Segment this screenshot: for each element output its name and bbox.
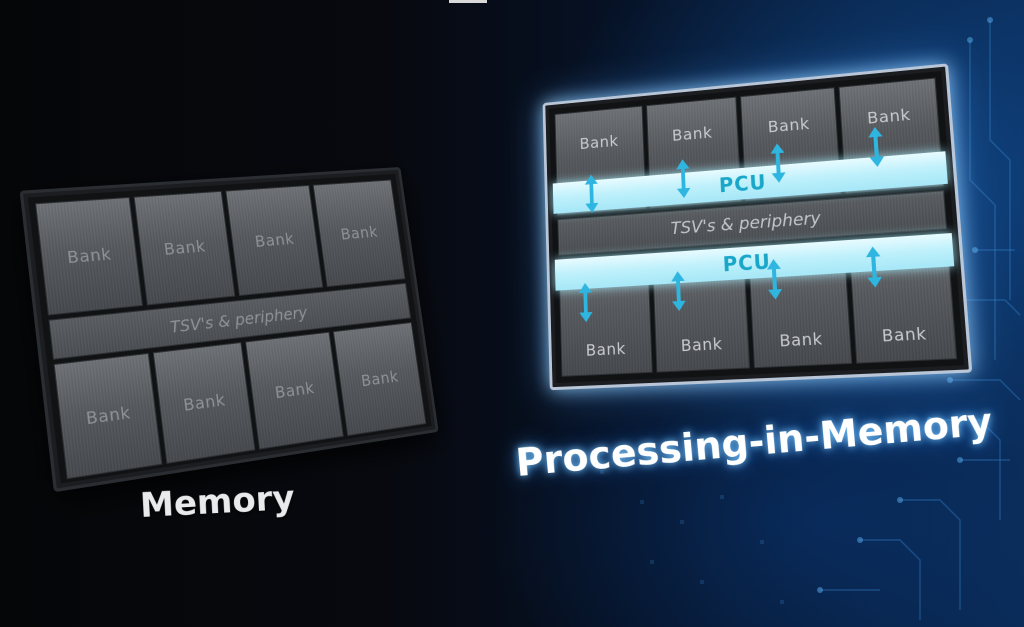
bank-label: Bank bbox=[339, 222, 379, 244]
top-edge-tab bbox=[449, 0, 487, 3]
bidirectional-arrow-icon bbox=[867, 126, 885, 168]
bidirectional-arrow-icon bbox=[865, 246, 883, 289]
bidirectional-arrow-icon bbox=[766, 258, 783, 300]
bank-label: Bank bbox=[767, 114, 811, 137]
memory-bank: Bank bbox=[35, 197, 143, 316]
bank-label: Bank bbox=[585, 338, 627, 360]
periphery-label: TSV's & periphery bbox=[670, 208, 822, 240]
periphery-label: TSV's & periphery bbox=[169, 302, 309, 337]
bidirectional-arrow-icon bbox=[584, 174, 599, 214]
pim-chip: Bank Bank Bank Bank PCU TSV's & peripher… bbox=[542, 63, 973, 391]
bank-label: Bank bbox=[84, 402, 132, 429]
memory-bank: Bank bbox=[152, 342, 256, 464]
memory-bank: Bank bbox=[312, 179, 406, 288]
bank-label: Bank bbox=[778, 328, 824, 351]
pcu-label: PCU bbox=[718, 169, 768, 198]
bank-label: Bank bbox=[866, 104, 912, 128]
memory-bank: Bank bbox=[53, 352, 162, 480]
memory-bank: Bank bbox=[332, 322, 427, 437]
bank-label: Bank bbox=[579, 131, 619, 153]
pcu-label: PCU bbox=[722, 249, 772, 277]
bidirectional-arrow-icon bbox=[670, 270, 687, 312]
memory-bank: Bank bbox=[133, 190, 236, 306]
memory-bank: Bank bbox=[245, 331, 344, 450]
memory-bank: Bank bbox=[225, 185, 323, 297]
bank-label: Bank bbox=[162, 236, 207, 259]
bidirectional-arrow-icon bbox=[675, 158, 691, 199]
bank-label: Bank bbox=[253, 229, 296, 251]
bank-label: Bank bbox=[671, 122, 713, 145]
memory-caption: Memory bbox=[139, 477, 296, 527]
bank-label: Bank bbox=[182, 389, 227, 415]
bidirectional-arrow-icon bbox=[578, 282, 593, 323]
bank-label: Bank bbox=[881, 323, 928, 346]
bank-label: Bank bbox=[66, 244, 113, 268]
bank-label: Bank bbox=[680, 333, 723, 356]
bidirectional-arrow-icon bbox=[770, 142, 787, 184]
bank-label: Bank bbox=[273, 378, 316, 403]
bank-label: Bank bbox=[360, 367, 400, 391]
